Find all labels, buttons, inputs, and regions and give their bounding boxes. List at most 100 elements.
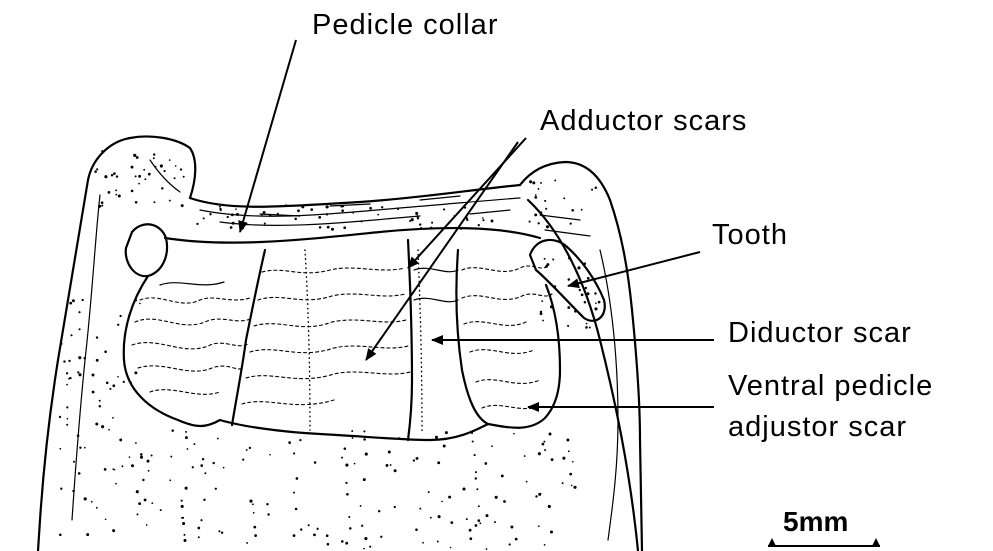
stipple-dot (200, 464, 203, 467)
stipple-dot (299, 439, 301, 441)
stipple-dot (313, 534, 316, 537)
stipple-dot (438, 515, 441, 518)
stipple-dot (293, 205, 295, 207)
stipple-dot (550, 530, 553, 533)
stipple-dot (571, 209, 574, 212)
stipple-dot (491, 445, 493, 447)
stipple-dot (131, 464, 134, 467)
stipple-dot (308, 524, 310, 526)
stipple-dot (413, 459, 415, 461)
stipple-dot (475, 471, 477, 473)
stipple-dot (174, 177, 176, 179)
stipple-dot (351, 430, 353, 432)
stipple-dot (448, 496, 451, 499)
stipple-dot (572, 461, 574, 463)
stipple-dot (540, 182, 542, 184)
stipple-dot (345, 542, 348, 545)
stipple-dot (213, 462, 215, 464)
stipple-dot (363, 438, 366, 441)
stipple-dot (187, 448, 189, 450)
stipple-dot (148, 470, 150, 472)
pedicle-collar (165, 185, 590, 243)
stipple-dot (99, 405, 101, 407)
stipple-dot (209, 213, 211, 215)
stipple-dot (538, 452, 541, 455)
stipple-dot (169, 479, 171, 481)
scale-bar-tick-right (872, 538, 880, 546)
stipple-dot (450, 547, 452, 549)
stipple-dot (96, 359, 99, 362)
stipple-dot (532, 181, 535, 184)
stipple-dot (534, 196, 537, 199)
stipple-dot (430, 227, 432, 229)
stipple-dot (67, 418, 69, 420)
stipple-dot (552, 258, 554, 260)
stipple-dot (83, 357, 85, 359)
label-tooth: Tooth (712, 219, 788, 251)
stipple-dot (232, 222, 235, 225)
scale-bar: 5mm (768, 506, 880, 546)
stipple-dot (327, 226, 330, 229)
stipple-dot (119, 315, 121, 317)
stipple-dot (486, 514, 489, 517)
stipple-dot (394, 506, 396, 508)
stipple-dot (581, 209, 583, 211)
stipple-dot (420, 227, 422, 229)
stipple-dot (541, 300, 543, 302)
stipple-dot (568, 450, 570, 452)
stipple-dot (116, 175, 118, 177)
stipple-dot (91, 501, 93, 503)
stipple-dot (422, 542, 424, 544)
stipple-dot (478, 505, 480, 507)
stipple-dot (285, 204, 288, 207)
stipple-dot (585, 326, 588, 329)
stipple-dot (217, 438, 219, 440)
stipple-dot (546, 225, 549, 228)
stipple-dot (148, 173, 151, 176)
stipple-dot (475, 524, 478, 527)
stipple-dot (269, 454, 271, 456)
stipple-dot (170, 456, 172, 458)
stipple-dot (104, 175, 107, 178)
stipple-dot (135, 175, 137, 177)
stipple-dot (534, 213, 537, 216)
stipple-dot (569, 473, 572, 476)
stipple-dot (319, 226, 322, 229)
label-pedicle-collar-group: Pedicle collar (240, 9, 498, 232)
stipple-dot (437, 541, 439, 543)
stipple-dot (60, 488, 62, 490)
stipple-dot (293, 452, 295, 454)
stipple-dot (121, 465, 123, 467)
stipple-dot (108, 429, 110, 431)
stipple-dot (486, 548, 488, 550)
stipple-dot (98, 205, 101, 208)
stipple-dot (326, 213, 328, 215)
stipple-dot (153, 153, 155, 155)
left-socket (126, 224, 167, 276)
stipple-dot (101, 425, 104, 428)
stipple-dot (109, 388, 111, 390)
stipple-dot (352, 212, 354, 214)
stipple-dot (563, 197, 565, 199)
stipple-dot (348, 516, 350, 518)
stipple-dot (115, 189, 117, 191)
stipple-dot (181, 500, 183, 502)
stipple-dot (117, 324, 119, 326)
stipple-dot (584, 301, 587, 304)
stipple-dot (66, 424, 68, 426)
stipple-dot (377, 214, 379, 216)
stipple-dot (567, 325, 569, 327)
stipple-dot (198, 536, 200, 538)
stipple-dot (428, 491, 430, 493)
stipple-dot (411, 218, 414, 221)
stipple-dot (369, 546, 371, 548)
stipple-dot (380, 536, 382, 538)
stipple-dot (101, 150, 103, 152)
stipple-dot (135, 201, 138, 204)
stipple-dot (300, 528, 302, 530)
stipple-dot (431, 222, 433, 224)
stipple-dot (138, 183, 140, 185)
stipple-dot (475, 477, 477, 479)
stipple-dot (185, 431, 187, 433)
